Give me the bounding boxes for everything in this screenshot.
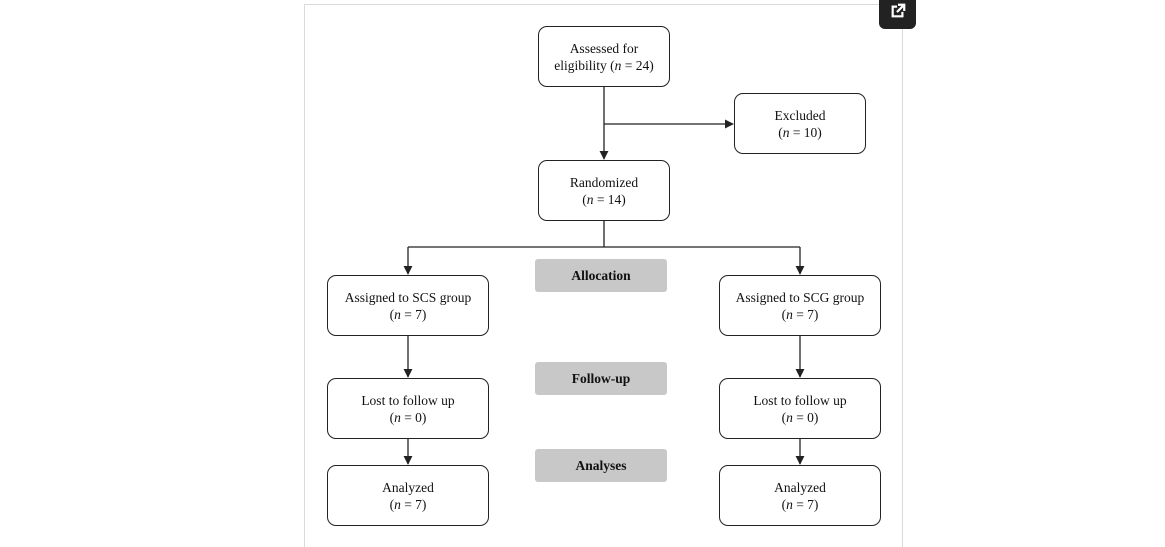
node-line: Analyzed — [774, 479, 826, 495]
node-count: (n = 7) — [389, 306, 427, 322]
node-assessed-for-eligibility: Assessed for eligibility (n = 24) — [538, 26, 670, 87]
node-line: Analyzed — [382, 479, 434, 495]
node-line: Assigned to SCS group — [344, 289, 472, 305]
node-count: (n = 7) — [389, 496, 427, 512]
node-analyzed-scg: Analyzed (n = 7) — [719, 465, 881, 526]
node-count: (n = 7) — [781, 306, 819, 322]
node-lost-to-follow-up-scs: Lost to follow up (n = 0) — [327, 378, 489, 439]
node-count: (n = 14) — [582, 191, 626, 207]
node-lost-to-follow-up-scg: Lost to follow up (n = 0) — [719, 378, 881, 439]
node-line: Excluded — [774, 107, 826, 123]
node-line: Assigned to SCG group — [735, 289, 865, 305]
node-count: (n = 0) — [389, 409, 427, 425]
node-count: (n = 10) — [778, 124, 822, 140]
stage-label-allocation: Allocation — [535, 259, 667, 292]
node-line: Randomized — [569, 174, 639, 190]
node-line: Lost to follow up — [753, 392, 847, 408]
node-line: Assessed for — [569, 40, 639, 56]
stage-label-analyses: Analyses — [535, 449, 667, 482]
open-in-new-window-icon — [891, 3, 905, 17]
node-assigned-scg-group: Assigned to SCG group (n = 7) — [719, 275, 881, 336]
node-count: (n = 7) — [781, 496, 819, 512]
node-line: Lost to follow up — [361, 392, 455, 408]
stage-label-follow-up: Follow-up — [535, 362, 667, 395]
node-analyzed-scs: Analyzed (n = 7) — [327, 465, 489, 526]
node-randomized: Randomized (n = 14) — [538, 160, 670, 221]
node-assigned-scs-group: Assigned to SCS group (n = 7) — [327, 275, 489, 336]
open-in-new-window-button[interactable] — [879, 0, 916, 29]
node-count: eligibility (n = 24) — [554, 57, 654, 73]
node-count: (n = 0) — [781, 409, 819, 425]
node-excluded: Excluded (n = 10) — [734, 93, 866, 154]
